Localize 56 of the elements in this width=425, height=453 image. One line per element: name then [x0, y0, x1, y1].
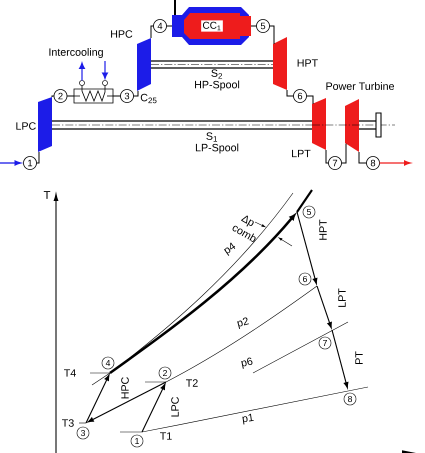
- component-label: LPT: [292, 150, 310, 158]
- edge-label: HPC: [121, 377, 129, 398]
- flow-line: [150, 26, 154, 38]
- isobar-label: p4: [224, 242, 236, 256]
- edge-label: LPC: [171, 397, 179, 416]
- flow-line: [269, 26, 274, 44]
- flow-line: [326, 150, 329, 164]
- process-arrow: [142, 384, 166, 432]
- shaft-label: S$_{1}$: [206, 132, 218, 142]
- flow-line: [358, 152, 367, 164]
- isobar-label: p6: [241, 358, 252, 369]
- combustor: CC$_{1}$: [172, 7, 251, 45]
- process-arrow: [331, 330, 348, 388]
- flow-line: [341, 143, 346, 164]
- temperature-label: T4: [64, 369, 76, 377]
- station-label: C$_{25}$: [140, 94, 157, 104]
- process-arrow: [86, 374, 110, 424]
- flow-line: [36, 152, 40, 164]
- circled-number: 1: [130, 434, 144, 448]
- temperature-label: T1: [160, 432, 172, 440]
- edge-label: HPT: [319, 220, 327, 240]
- outlet-arrow: [380, 160, 411, 166]
- circled-number: 8: [344, 392, 356, 406]
- process-arrow: [88, 382, 166, 422]
- component-label: Power Turbine: [326, 82, 394, 90]
- isobar-label: p2: [237, 317, 249, 329]
- circled-number: 6: [298, 272, 312, 286]
- circled-number: 7: [318, 336, 332, 350]
- shaft-label: HP-Spool: [195, 80, 240, 90]
- component-label: Intercooling: [49, 48, 103, 58]
- inlet-arrow: [0, 160, 22, 166]
- circled-number: 2: [158, 366, 172, 380]
- process-arrow: [316, 286, 332, 328]
- circled-number: 5: [302, 206, 316, 218]
- flow-line: [286, 90, 294, 96]
- circled-number: 3: [76, 426, 90, 440]
- component-label: LPC: [16, 122, 36, 130]
- component-label: HPT: [298, 59, 318, 67]
- process-curve: [109, 214, 296, 374]
- process-arrow: [296, 212, 318, 284]
- flow-line: [52, 96, 54, 98]
- edge-label: PT: [355, 351, 363, 364]
- axis-label: T: [44, 191, 50, 199]
- shaft-label: S$_{2}$: [211, 69, 222, 79]
- temperature-label: T2: [186, 379, 198, 387]
- edge-label: LPT: [338, 288, 346, 307]
- coolant-arrow: [79, 62, 85, 80]
- annotation: Δp comb: [232, 215, 256, 242]
- coolant-arrow: [102, 61, 108, 79]
- flow-line: [133, 90, 138, 96]
- component-label: HPC: [111, 30, 132, 38]
- flow-line: [306, 96, 314, 104]
- shaft-label: LP-Spool: [196, 144, 238, 154]
- isobar-label: p1: [242, 414, 254, 424]
- temperature-label: T3: [62, 419, 74, 427]
- circled-number: 4: [102, 356, 114, 370]
